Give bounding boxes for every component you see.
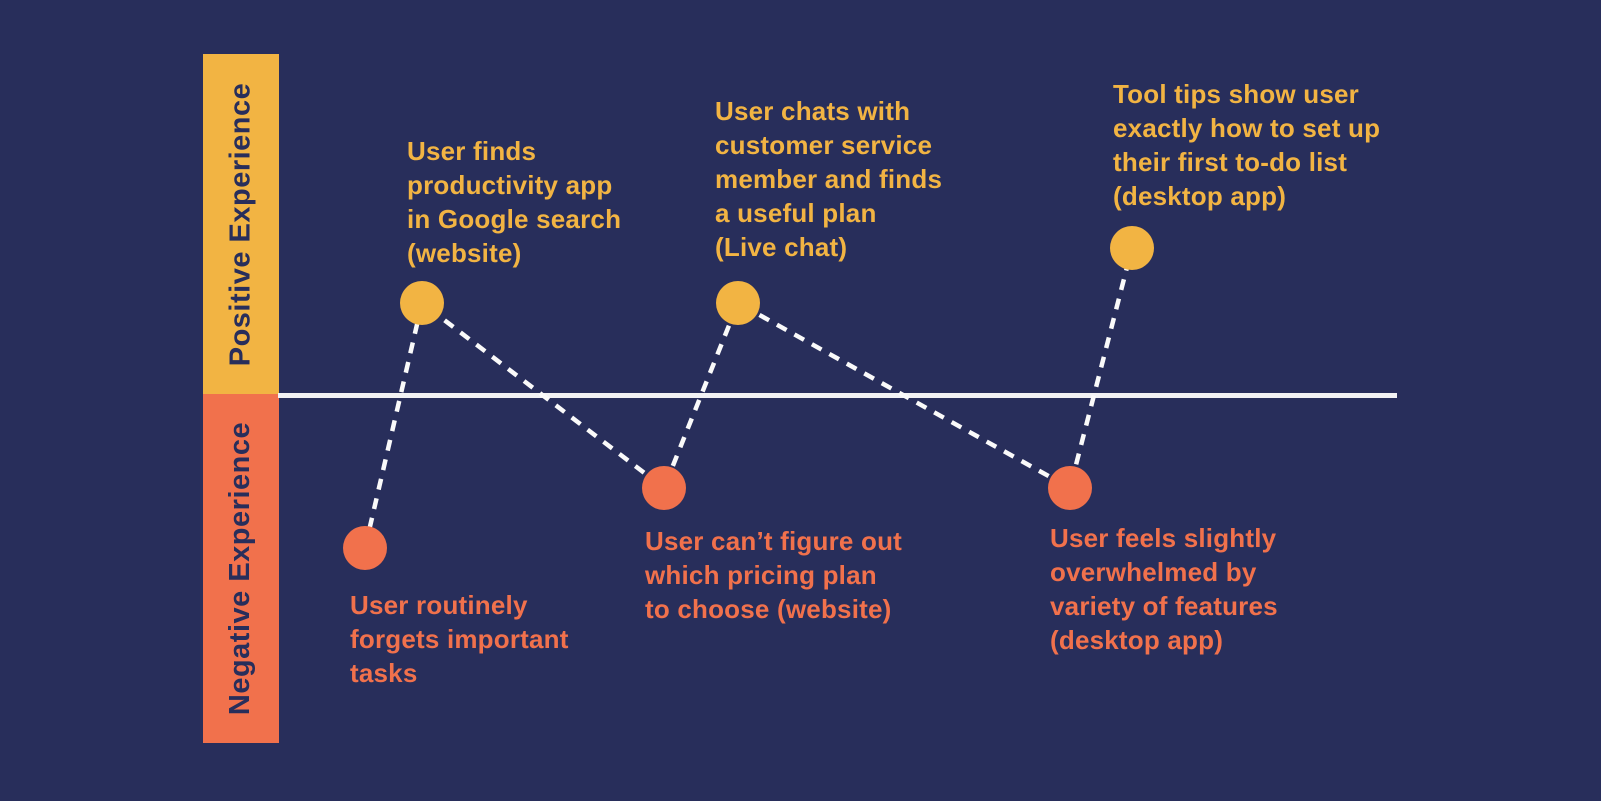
journey-dot-negative bbox=[343, 526, 387, 570]
event-label-tooltips: Tool tips show user exactly how to set u… bbox=[1113, 79, 1381, 211]
experience-baseline bbox=[278, 393, 1397, 398]
journey-dot-negative bbox=[1048, 466, 1092, 510]
positive-experience-band: Positive Experience bbox=[203, 54, 279, 394]
event-label-overwhelmed: User feels slightly overwhelmed by varie… bbox=[1050, 523, 1278, 655]
event-label-forgets-tasks: User routinely forgets important tasks bbox=[350, 590, 569, 688]
journey-dot-positive bbox=[1110, 226, 1154, 270]
negative-experience-band: Negative Experience bbox=[203, 394, 279, 743]
journey-dot-positive bbox=[716, 281, 760, 325]
event-label-finds-app: User finds productivity app in Google se… bbox=[407, 136, 622, 268]
event-label-customer-chat: User chats with customer service member … bbox=[715, 96, 943, 262]
journey-connector-line bbox=[362, 247, 1135, 549]
journey-dot-positive bbox=[400, 281, 444, 325]
event-label-pricing-confusion: User can’t figure out which pricing plan… bbox=[645, 526, 903, 624]
journey-dot-negative bbox=[642, 466, 686, 510]
